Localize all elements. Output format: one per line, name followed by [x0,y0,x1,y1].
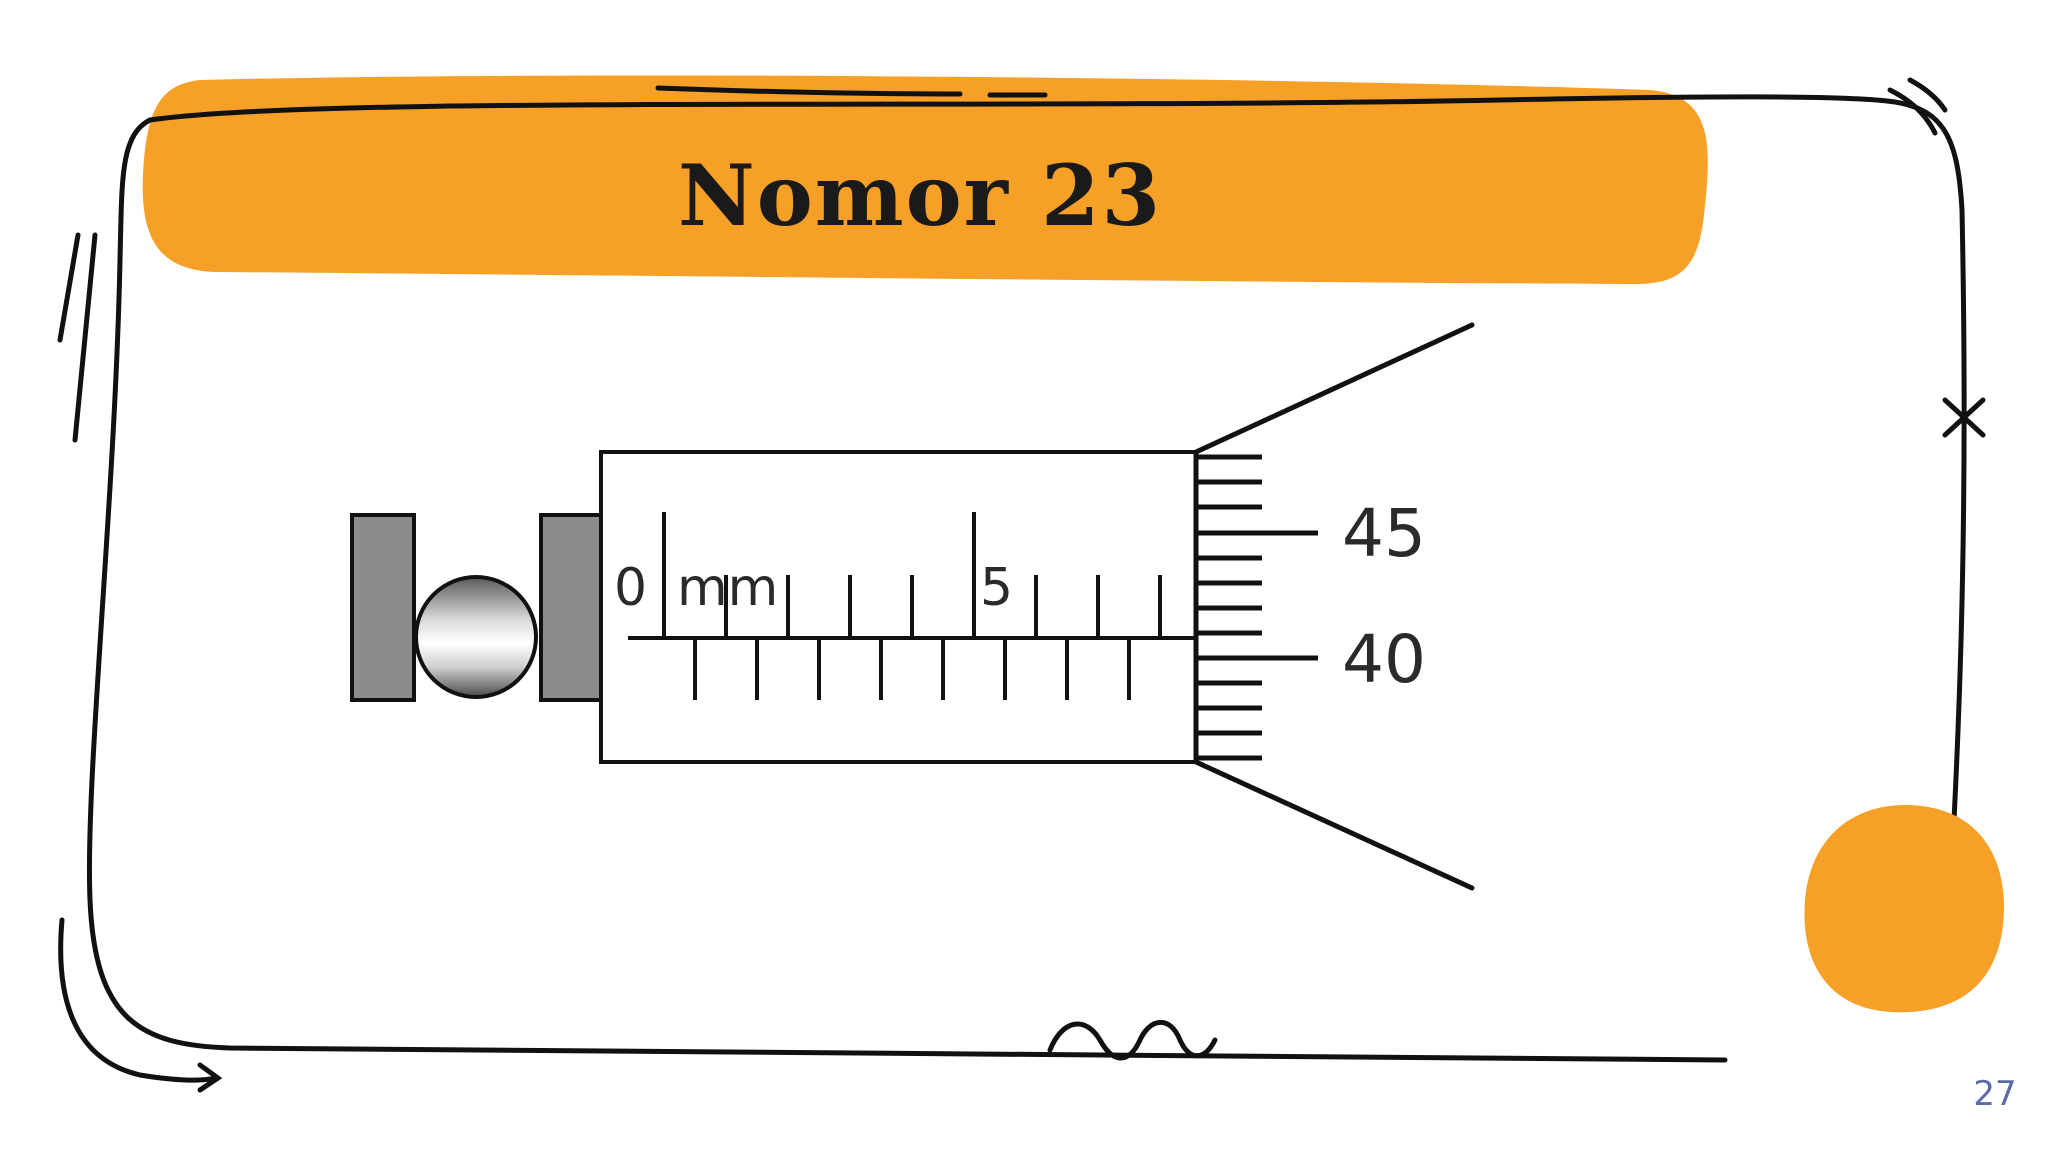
sleeve-lower-ticks [693,638,1131,700]
thimble-label-40: 40 [1342,621,1426,698]
slide-title: Nomor 23 [678,146,1162,245]
thimble-flare-bottom [1193,759,1475,891]
thimble-label-45: 45 [1342,495,1426,572]
anvil [350,513,416,702]
title-banner [142,75,1708,285]
thimble-ticks [1196,454,1318,761]
sleeve-label-mm: mm [677,558,778,618]
thimble-flare-top [1193,322,1475,455]
sleeve-label-five: 5 [980,558,1013,618]
hand-drawn-frame [57,77,1986,1093]
page-number: 27 [1973,1074,2016,1114]
spindle [539,513,603,702]
ball-object [414,575,538,699]
sleeve-upper-ticks [662,512,1162,638]
orange-circle-decoration [1804,805,2004,1013]
sleeve-label-zero: 0 [614,558,647,618]
micrometer-diagram: 0 mm 5 45 40 [350,322,1475,891]
